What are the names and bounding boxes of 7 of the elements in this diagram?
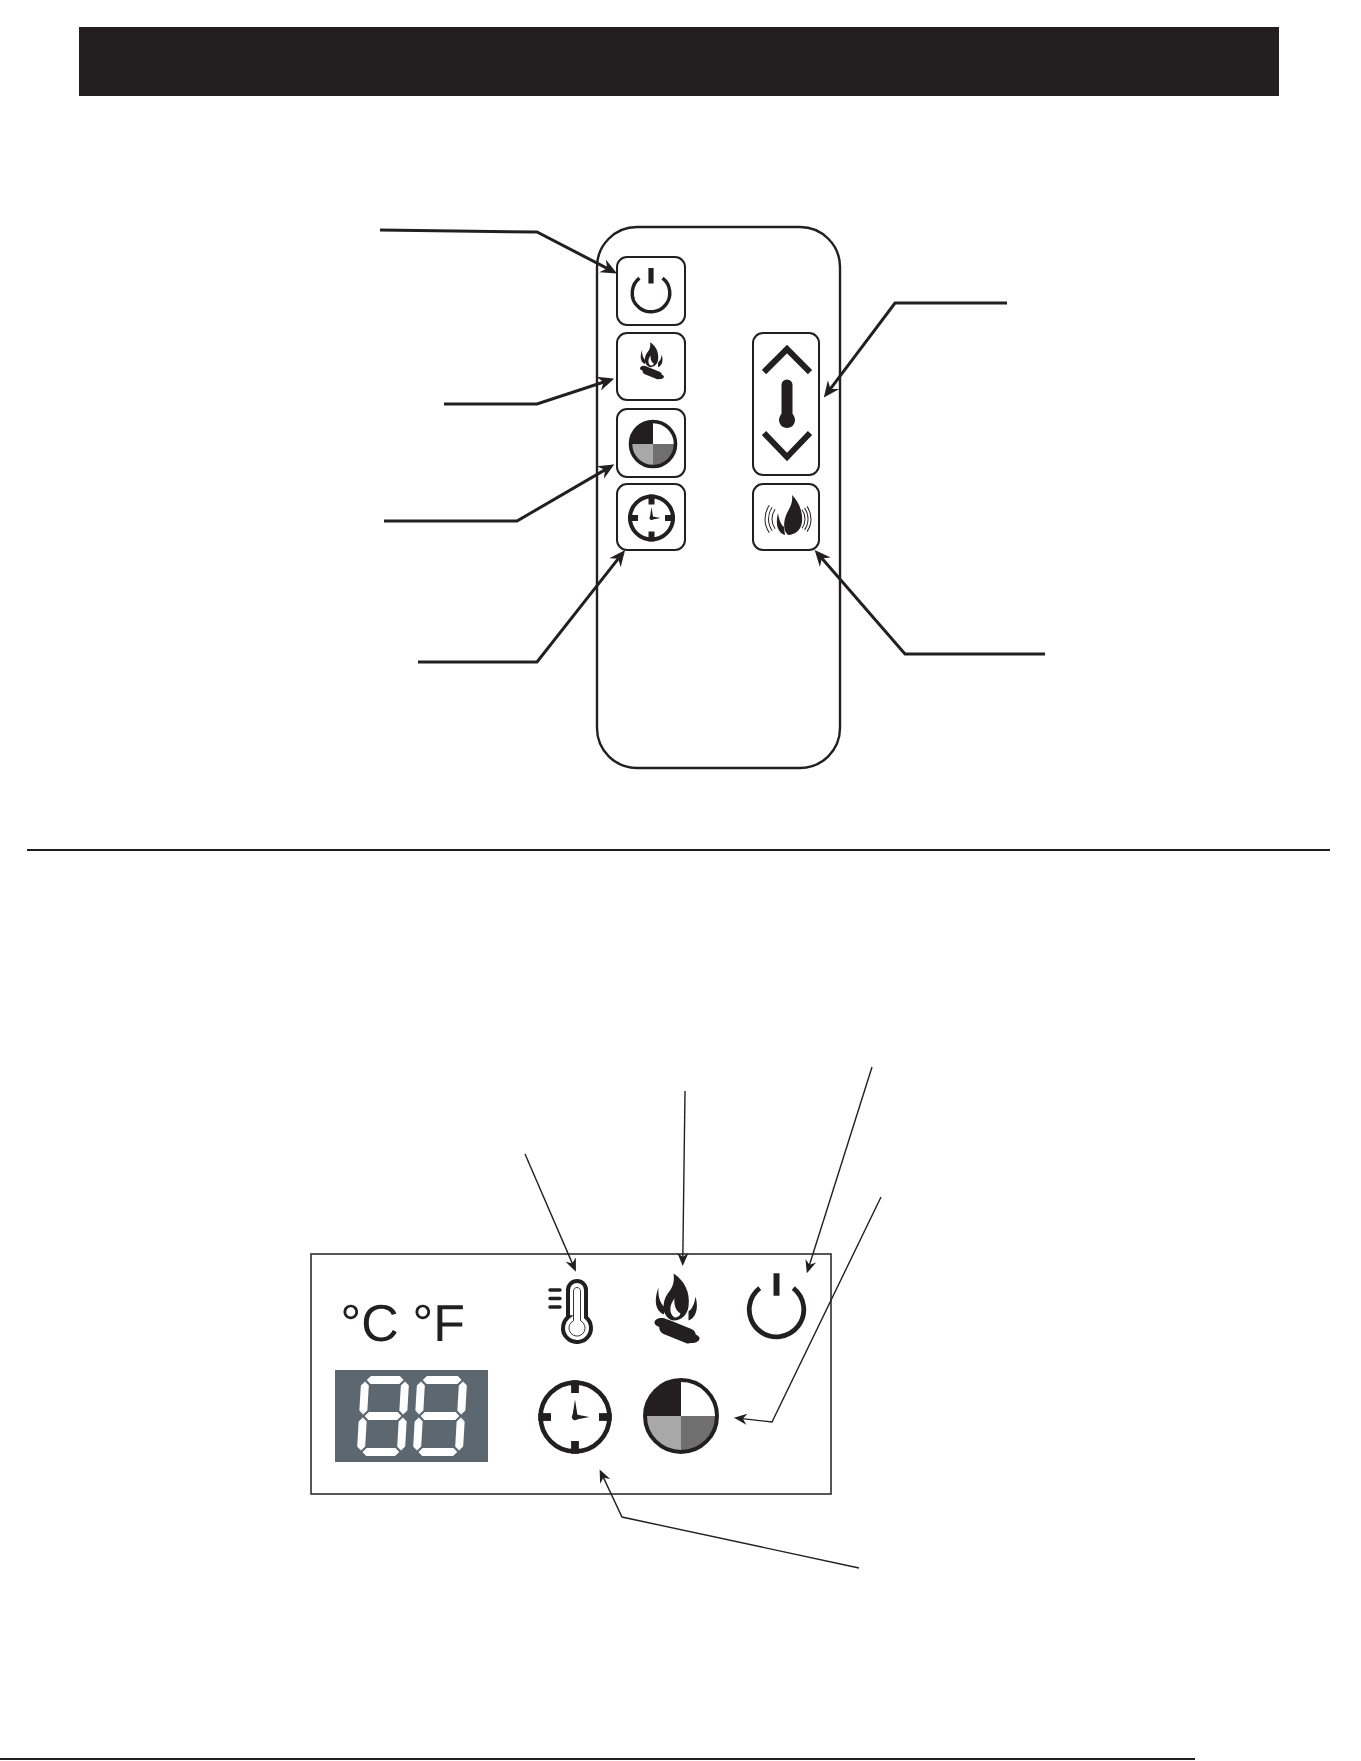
campfire-icon [654, 1273, 700, 1344]
thermometer-icon [548, 1279, 593, 1344]
quadrant-circle-icon [643, 1378, 719, 1454]
unit-label: °F [415, 1304, 463, 1341]
unit-label: °C [343, 1304, 397, 1342]
power-icon [746, 1273, 807, 1340]
remote-control [595, 225, 842, 770]
